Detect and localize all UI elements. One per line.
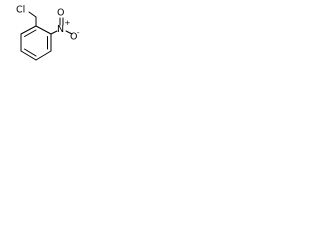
oxygen-single-label: O — [70, 32, 77, 43]
chlorine-label: Cl — [16, 5, 25, 16]
ring-double-bond-3 — [24, 48, 37, 57]
ring-bond-1 — [20, 25, 37, 35]
ring-bond-4 — [35, 50, 52, 61]
benzene-ring — [20, 25, 52, 61]
oxygen-charge: - — [77, 29, 80, 37]
ring-to-n-bond — [50, 30, 58, 35]
ring-bond-5 — [20, 50, 37, 61]
chloromethyl-group: Cl — [16, 5, 37, 27]
oxygen-double-label: O — [57, 8, 64, 19]
ring-bond-2 — [35, 25, 52, 35]
ch2-to-cl-bond — [28, 11, 37, 18]
2-nitrobenzyl-chloride-structure: Cl N + O O - — [16, 5, 80, 61]
ring-double-bond-1 — [24, 29, 37, 37]
n-to-o-single-bond — [65, 30, 73, 35]
nitro-group: N + O O - — [50, 8, 80, 43]
nitrogen-label: N — [57, 24, 64, 35]
nitrogen-charge: + — [65, 19, 71, 27]
